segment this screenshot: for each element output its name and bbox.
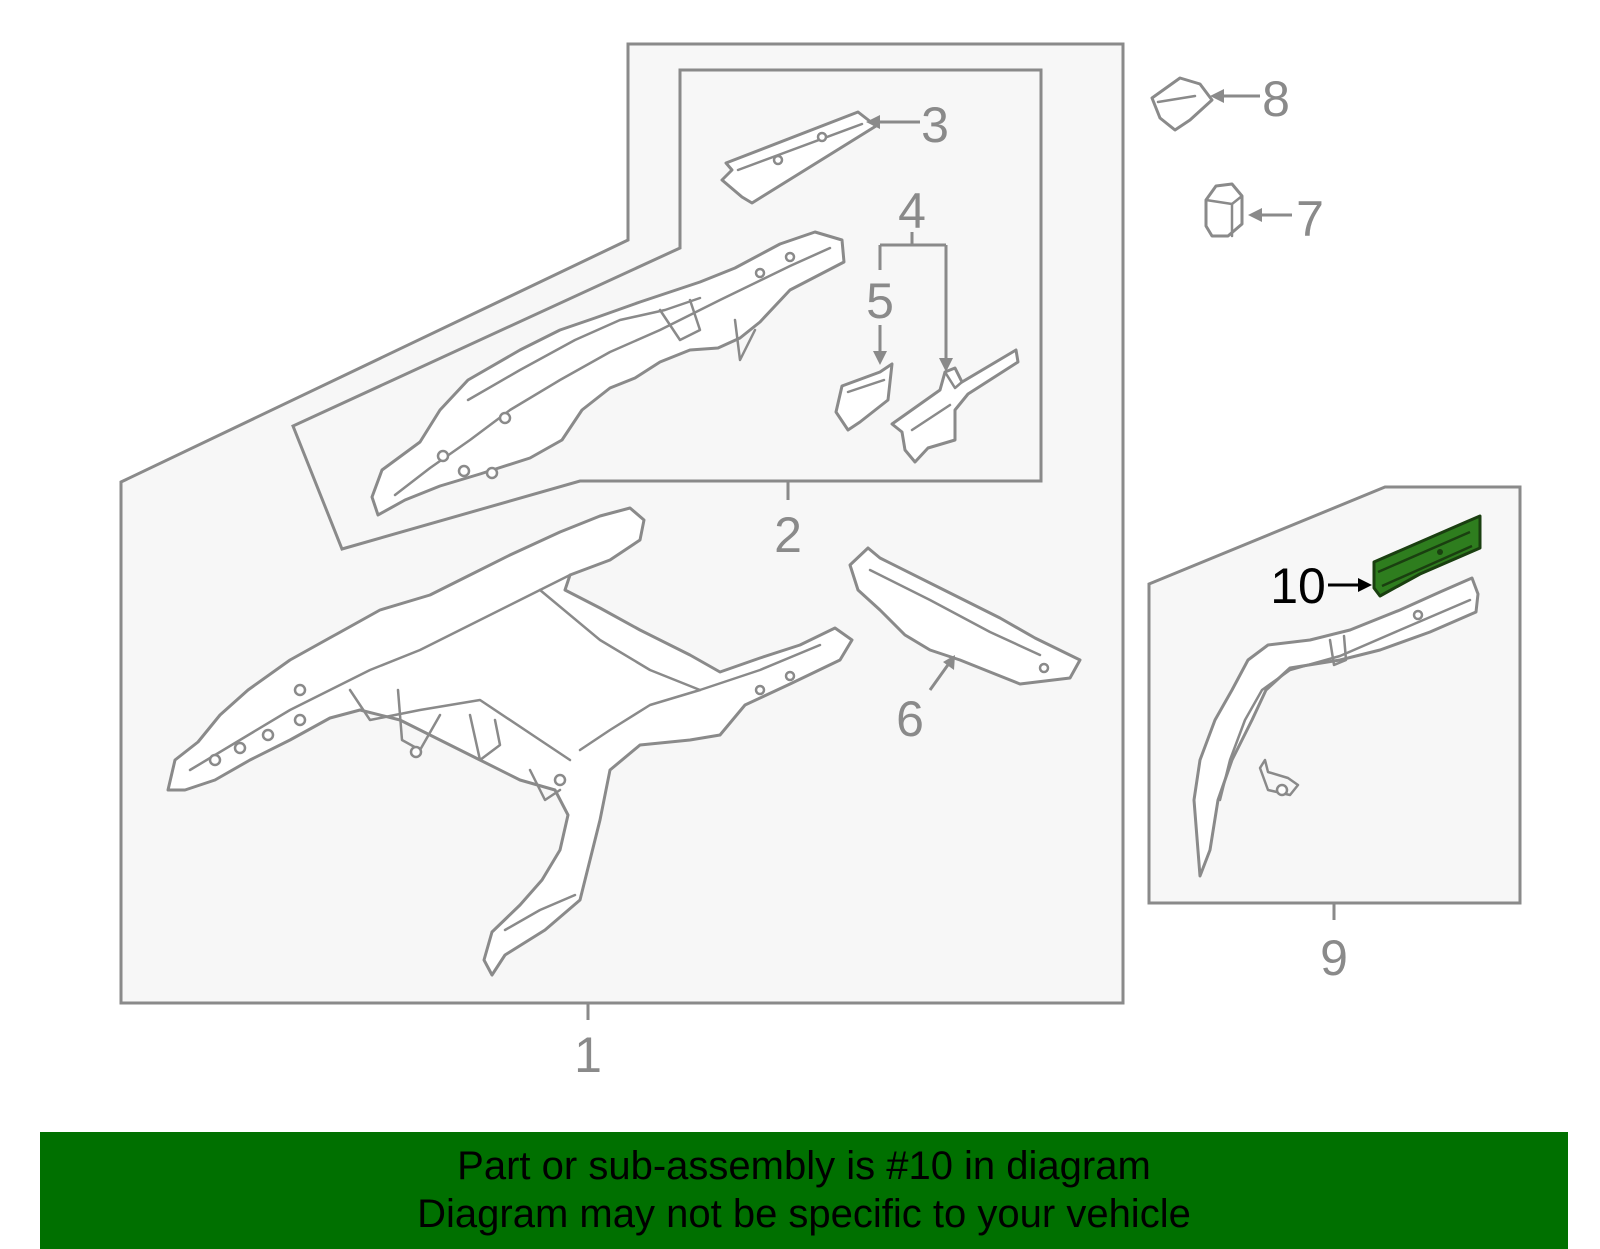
leader-10 <box>1328 578 1372 592</box>
part-1-frame-assembly[interactable] <box>166 506 854 977</box>
part-2-rail[interactable] <box>370 230 846 517</box>
callout-3: 3 <box>921 97 949 153</box>
assembly-9-frame <box>1147 485 1522 905</box>
callout-10: 10 <box>1270 558 1326 614</box>
part-10-highlighted[interactable] <box>1372 514 1482 598</box>
callout-7: 7 <box>1296 191 1324 247</box>
info-banner: Part or sub-assembly is #10 in diagram D… <box>40 1132 1568 1249</box>
leader-6 <box>928 655 955 691</box>
callout-8: 8 <box>1262 71 1290 127</box>
leader-3 <box>866 115 920 129</box>
callout-2: 2 <box>774 507 802 563</box>
part-3-bracket[interactable] <box>720 110 878 205</box>
callout-1: 1 <box>574 1027 602 1083</box>
leader-5 <box>873 325 887 365</box>
part-5-bracket[interactable] <box>834 362 894 432</box>
callout-4: 4 <box>898 183 926 239</box>
banner-line-1: Part or sub-assembly is #10 in diagram <box>457 1144 1151 1188</box>
part-7-nut[interactable] <box>1204 182 1244 238</box>
part-6-bracket[interactable] <box>848 546 1082 686</box>
banner-line-2: Diagram may not be specific to your vehi… <box>417 1192 1191 1236</box>
part-9-rail-assembly[interactable] <box>1192 576 1480 878</box>
leader-7 <box>1248 208 1292 222</box>
callout-9: 9 <box>1320 930 1348 986</box>
part-8-clip[interactable] <box>1150 76 1214 132</box>
callout-5: 5 <box>866 273 894 329</box>
leader-4 <box>878 232 953 372</box>
part-4-bracket[interactable] <box>890 348 1020 464</box>
leader-8 <box>1210 89 1260 103</box>
callout-6: 6 <box>896 691 924 747</box>
